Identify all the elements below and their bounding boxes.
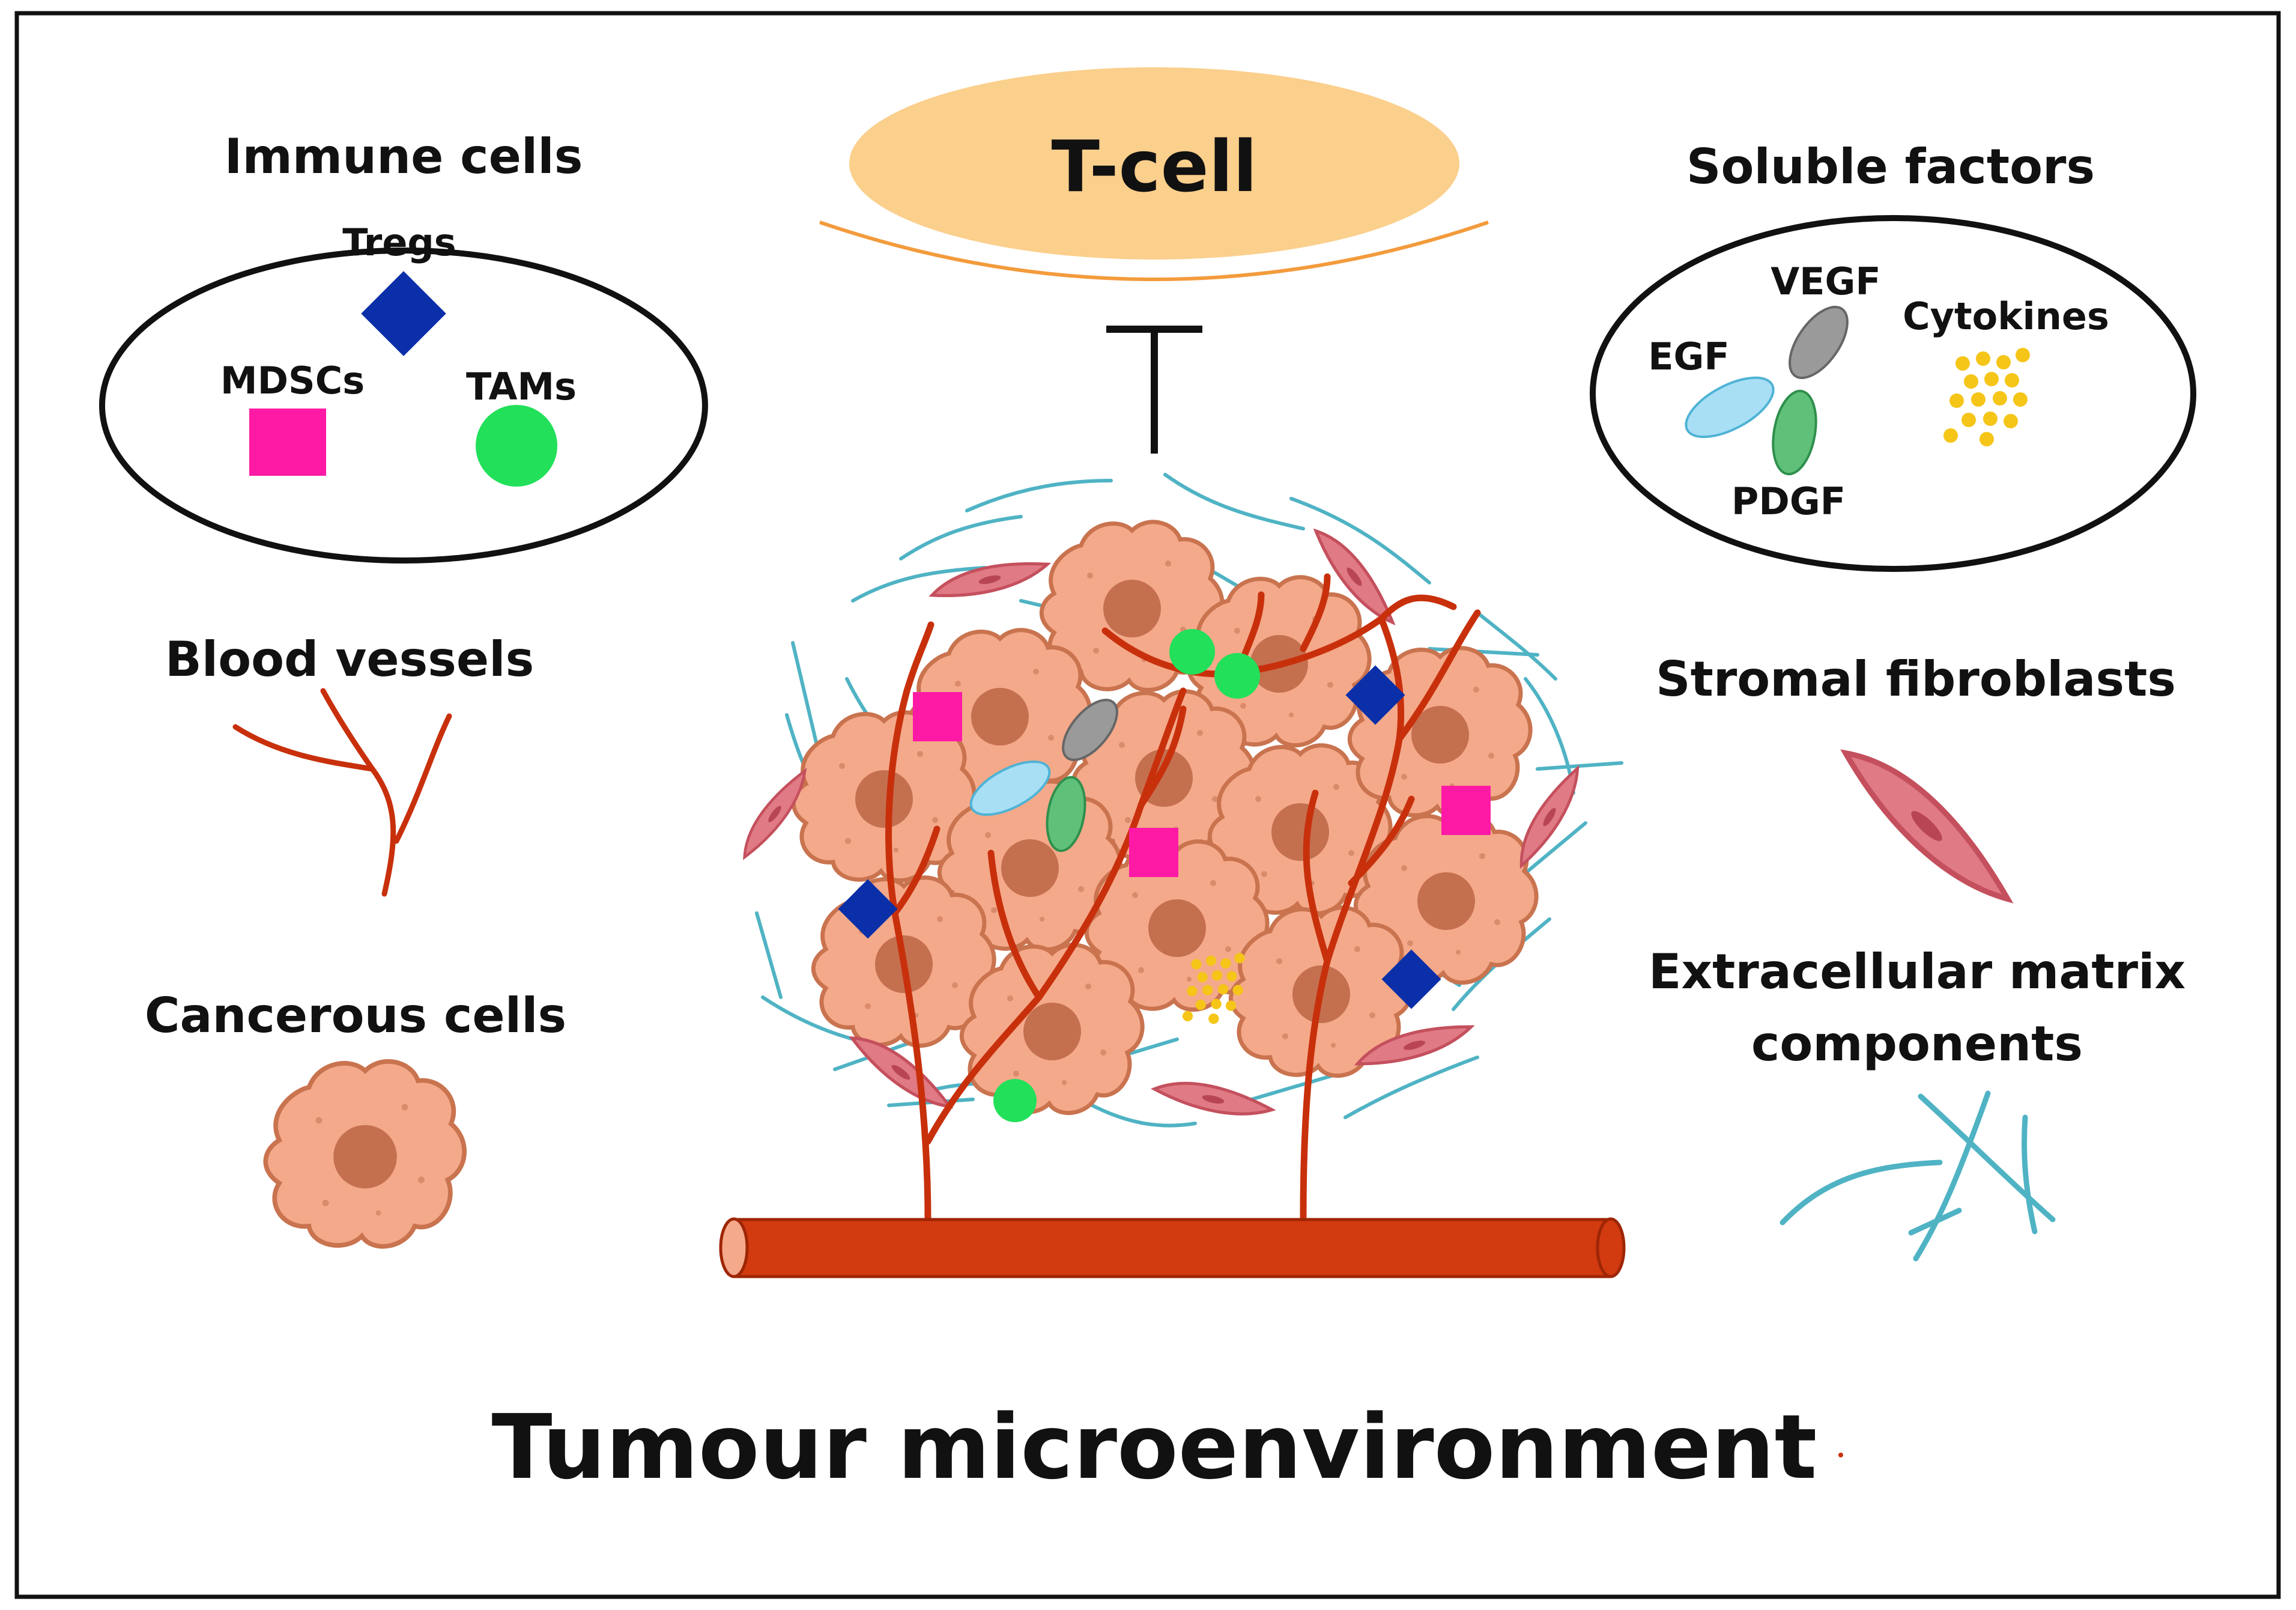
tumour-tam <box>993 1079 1037 1122</box>
fibroblast-icon <box>1817 750 2037 900</box>
pdgf-label: PDGF <box>1731 479 1846 523</box>
tumour-treg <box>1381 949 1441 1009</box>
tumour-tam <box>1214 653 1260 699</box>
tumour-fibroblast <box>1520 761 1578 872</box>
ecm-legend: Extracellular matrix components <box>1649 944 2185 1262</box>
t-cell-membrane-arc <box>819 220 1489 281</box>
pdgf-icon <box>1772 389 1817 476</box>
stromal-fibroblasts-label: Stromal fibroblasts <box>1656 651 2176 707</box>
cytokines-icon <box>1943 348 2030 446</box>
vegf-label: VEGF <box>1770 260 1881 303</box>
outer-frame <box>14 11 2281 1599</box>
ecm-label-line1: Extracellular matrix <box>1649 944 2185 1000</box>
tumour-treg <box>838 879 898 939</box>
soluble-factors-legend: Soluble factors VEGF EGF PDGF Cytokines <box>1590 139 2196 572</box>
main-blood-vessel <box>719 1217 1626 1278</box>
blood-vessels-label: Blood vessels <box>165 631 534 687</box>
diagram-title: Tumour microenvironment <box>492 1396 1817 1499</box>
blood-vessels-legend: Blood vessels <box>165 631 534 897</box>
egf-label: EGF <box>1648 335 1730 378</box>
cancerous-cells-legend: Cancerous cells <box>145 988 566 1247</box>
soluble-factors-heading: Soluble factors <box>1686 139 2095 195</box>
immune-cells-oval <box>99 248 708 564</box>
inhibition-symbol <box>1106 326 1202 454</box>
mdscs-label: MDSCs <box>220 359 365 402</box>
tumour-fibroblast <box>931 529 1047 629</box>
cytokines-label: Cytokines <box>1903 294 2109 338</box>
stromal-fibroblasts-legend: Stromal fibroblasts <box>1656 651 2176 900</box>
ecm-label-line2: components <box>1751 1016 2083 1072</box>
immune-cells-heading: Immune cells <box>225 129 583 184</box>
cancerous-cells-label: Cancerous cells <box>145 988 566 1043</box>
tam-circle-icon <box>476 405 557 487</box>
tams-label: TAMs <box>466 365 577 409</box>
tregs-label: Tregs <box>342 220 456 264</box>
t-cell-body <box>849 67 1459 260</box>
immune-cells-legend: Immune cells Tregs MDSCs TAMs <box>99 129 708 564</box>
tumour-egf <box>969 760 1051 816</box>
vegf-icon <box>1789 305 1849 380</box>
t-cell: T-cell <box>819 67 1489 281</box>
tumour-mdsc <box>1441 786 1491 835</box>
egf-icon <box>1685 376 1775 439</box>
cancer-cell-icon <box>265 1062 464 1247</box>
tumour-vegf <box>1062 699 1118 761</box>
mdsc-square-icon <box>249 409 326 476</box>
tumour-treg <box>1345 665 1405 725</box>
tumour-pdgf <box>1046 776 1086 852</box>
t-cell-label: T-cell <box>1052 125 1258 208</box>
tumour-vessel-branches <box>885 573 1481 1223</box>
ecm-fibers-icon <box>1780 1090 2056 1262</box>
stray-dot <box>1838 1453 1843 1457</box>
vessel-opening <box>719 1217 749 1278</box>
tumour-tam <box>1169 629 1215 675</box>
tumour-mass <box>743 473 1623 1223</box>
blood-vessel-icon <box>232 688 452 897</box>
treg-diamond-icon <box>361 271 446 356</box>
tumour-mdsc <box>913 692 962 741</box>
soluble-factors-oval <box>1590 215 2196 572</box>
tumour-mdsc <box>1129 828 1178 877</box>
